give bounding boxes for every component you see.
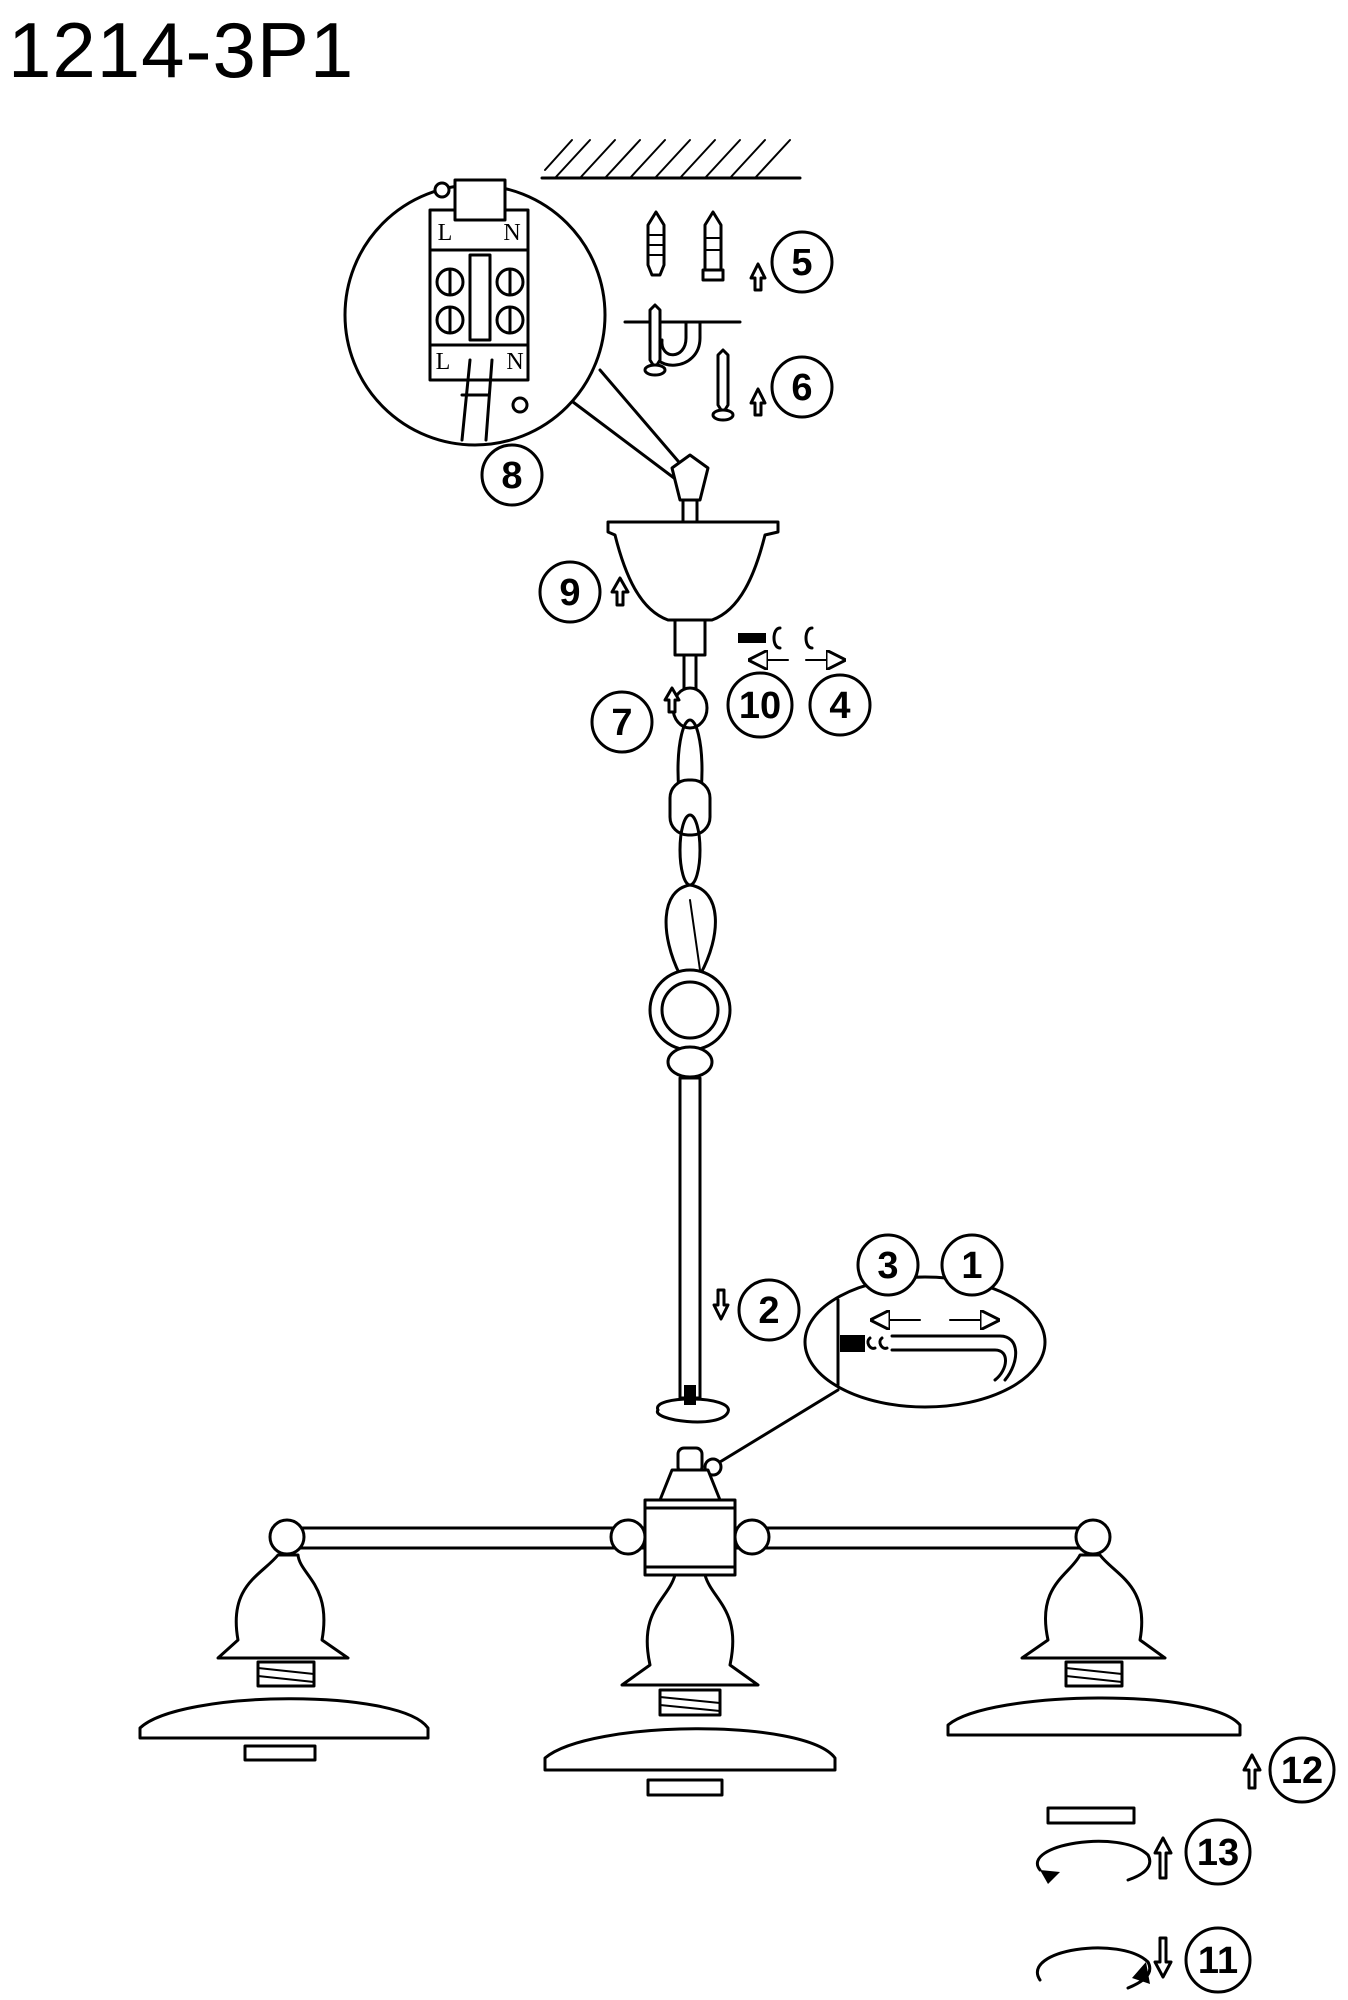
step-number-12: 12 bbox=[1281, 1750, 1323, 1792]
shade-ring-parts bbox=[1035, 1806, 1152, 1990]
chandelier-body bbox=[268, 1446, 1112, 1577]
terminal-label-neutral-bottom: N bbox=[506, 349, 523, 375]
down-rod bbox=[656, 1076, 730, 1424]
model-number-title: 1214-3P1 bbox=[8, 6, 355, 94]
ceiling-canopy bbox=[606, 453, 780, 697]
hex-key-callout bbox=[713, 1275, 1047, 1467]
left-lamp bbox=[138, 1553, 430, 1762]
terminal-label-neutral-top: N bbox=[503, 220, 520, 246]
step-number-11: 11 bbox=[1198, 1940, 1238, 1982]
step-number-8: 8 bbox=[501, 455, 522, 497]
direction-arrows bbox=[610, 262, 1262, 1979]
suspension-chain bbox=[648, 686, 732, 1079]
step-number-7: 7 bbox=[611, 702, 632, 744]
step-number-5: 5 bbox=[791, 242, 812, 284]
ceiling-hook-and-screws bbox=[623, 303, 742, 422]
step-number-10: 10 bbox=[739, 685, 781, 727]
step-number-badges: 1 2 3 4 5 6 7 8 9 10 11 12 13 bbox=[480, 230, 1336, 1994]
terminal-block-callout: L N L N bbox=[343, 178, 692, 492]
step-number-13: 13 bbox=[1197, 1832, 1239, 1874]
terminal-label-live-top: L bbox=[438, 220, 453, 246]
step-number-6: 6 bbox=[791, 367, 812, 409]
step-number-1: 1 bbox=[961, 1245, 982, 1287]
step-number-2: 2 bbox=[758, 1290, 779, 1332]
ceiling bbox=[540, 139, 802, 180]
step-number-3: 3 bbox=[877, 1245, 898, 1287]
step-number-9: 9 bbox=[559, 572, 580, 614]
middle-lamp bbox=[543, 1573, 837, 1797]
terminal-label-live-bottom: L bbox=[436, 349, 451, 375]
set-screw-and-washers bbox=[738, 626, 836, 660]
right-lamp bbox=[946, 1553, 1242, 1737]
step-number-4: 4 bbox=[829, 685, 850, 727]
wall-plugs bbox=[646, 210, 725, 282]
